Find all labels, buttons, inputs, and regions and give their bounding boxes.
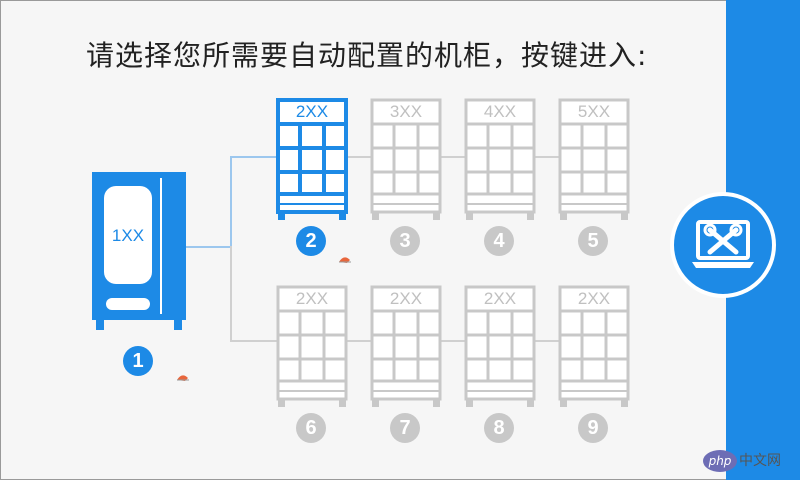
- cabinet-icon: [276, 98, 348, 220]
- cabinet-5[interactable]: 5XX: [558, 98, 630, 222]
- connector-top-5: [531, 156, 559, 158]
- cabinet-icon: [370, 285, 442, 407]
- cabinet-number-4[interactable]: 4: [484, 226, 514, 256]
- connector-top-row: [230, 156, 278, 158]
- cabinet-icon: [558, 98, 630, 220]
- cabinet-7[interactable]: 2XX: [370, 285, 442, 409]
- connector-top-3: [345, 156, 371, 158]
- cabinet-icon: [370, 98, 442, 220]
- connector-bottom-7: [345, 340, 371, 342]
- cabinet-icon: [464, 285, 536, 407]
- cabinet-code: 2XX: [295, 102, 329, 121]
- cabinet-number-6[interactable]: 6: [296, 413, 326, 443]
- cursor-icon: [339, 257, 351, 263]
- connector-vertical-top: [230, 156, 232, 248]
- cabinet-6[interactable]: 2XX: [276, 285, 348, 409]
- cabinet-number-8[interactable]: 8: [484, 413, 514, 443]
- tools-laptop-icon: [692, 220, 754, 268]
- vending-machine-icon: [92, 172, 186, 330]
- connector-bottom-row: [230, 340, 278, 342]
- cabinet-8[interactable]: 2XX: [464, 285, 536, 409]
- cabinet-code: 2XX: [295, 289, 329, 308]
- cabinet-code: 4XX: [483, 102, 517, 121]
- php-logo-text: php: [703, 450, 737, 472]
- cabinet-2[interactable]: 2XX: [276, 98, 348, 222]
- cabinet-icon: [276, 285, 348, 407]
- cursor-icon: [177, 375, 189, 381]
- cabinet-code: 5XX: [577, 102, 611, 121]
- cabinet-code: 1XX: [111, 226, 145, 245]
- settings-button[interactable]: [670, 192, 776, 298]
- cabinet-1[interactable]: 1XX: [92, 172, 188, 332]
- cabinet-number-1[interactable]: 1: [123, 346, 153, 376]
- cabinet-icon: [464, 98, 536, 220]
- cabinet-code: 3XX: [389, 102, 423, 121]
- cabinet-code: 2XX: [389, 289, 423, 308]
- watermark-logo: php 中文网: [695, 448, 795, 478]
- cabinet-3[interactable]: 3XX: [370, 98, 442, 222]
- cabinet-code: 2XX: [577, 289, 611, 308]
- cabinet-9[interactable]: 2XX: [558, 285, 630, 409]
- connector-bottom-8: [437, 340, 465, 342]
- cabinet-number-2[interactable]: 2: [296, 226, 326, 256]
- connector-vertical-bottom: [230, 246, 232, 340]
- cabinet-number-9[interactable]: 9: [578, 413, 608, 443]
- cabinet-code: 2XX: [483, 289, 517, 308]
- cabinet-4[interactable]: 4XX: [464, 98, 536, 222]
- page-title: 请选择您所需要自动配置的机柜，按键进入:: [86, 39, 648, 72]
- cabinet-number-5[interactable]: 5: [578, 226, 608, 256]
- cabinet-number-3[interactable]: 3: [390, 226, 420, 256]
- connector-main-horizontal: [186, 246, 232, 248]
- site-name: 中文网: [739, 453, 781, 469]
- cabinet-number-7[interactable]: 7: [390, 413, 420, 443]
- connector-top-4: [437, 156, 465, 158]
- connector-bottom-9: [531, 340, 559, 342]
- cabinet-icon: [558, 285, 630, 407]
